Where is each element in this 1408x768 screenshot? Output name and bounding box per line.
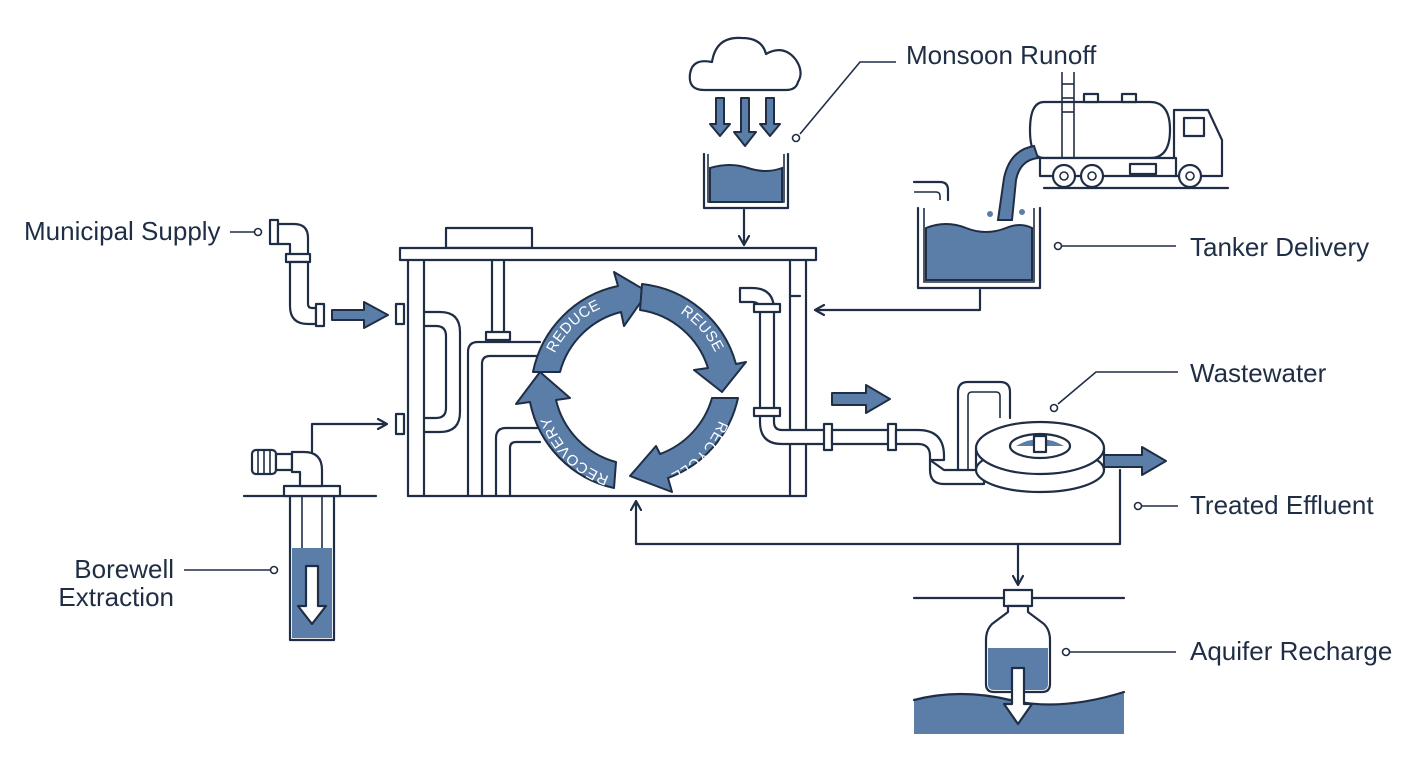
reuse-arrow [639,283,747,393]
treatment-clarifier: Wastewater [956,358,1327,494]
wastewater-label: Wastewater [1190,358,1327,388]
borewell-source: Borewell Extraction [58,424,386,642]
recovery-arrow [515,371,617,489]
monsoon-runoff-label: Monsoon Runoff [906,40,1097,70]
municipal-supply-source: Municipal Supply [24,216,389,329]
municipal-supply-label: Municipal Supply [24,216,221,246]
cloud-icon [688,36,802,92]
aquifer-recharge-label: Aquifer Recharge [1190,636,1392,666]
aquifer-recharge: Aquifer Recharge [912,588,1392,734]
monsoon-runoff-source: Monsoon Runoff [688,36,1097,244]
borewell-label-line2: Extraction [58,582,174,612]
recycle-arrow [629,397,739,493]
tanker-delivery-label: Tanker Delivery [1190,232,1369,262]
borewell-label-line1: Borewell [74,554,174,584]
tanker-delivery-source: Tanker Delivery [816,72,1369,310]
tanker-truck-icon [1028,72,1230,190]
treated-effluent-return: Treated Effluent [636,468,1374,584]
reduce-arrow [532,271,649,373]
recovery-label: RECOVERY [537,414,610,488]
wastewater-outflow [738,286,986,486]
reduce-reuse-recycle-recovery-cycle: REDUCE REUSE RECYCLE RECOVERY [515,271,747,493]
storage-tank [394,226,818,498]
treated-effluent-label: Treated Effluent [1190,490,1374,520]
